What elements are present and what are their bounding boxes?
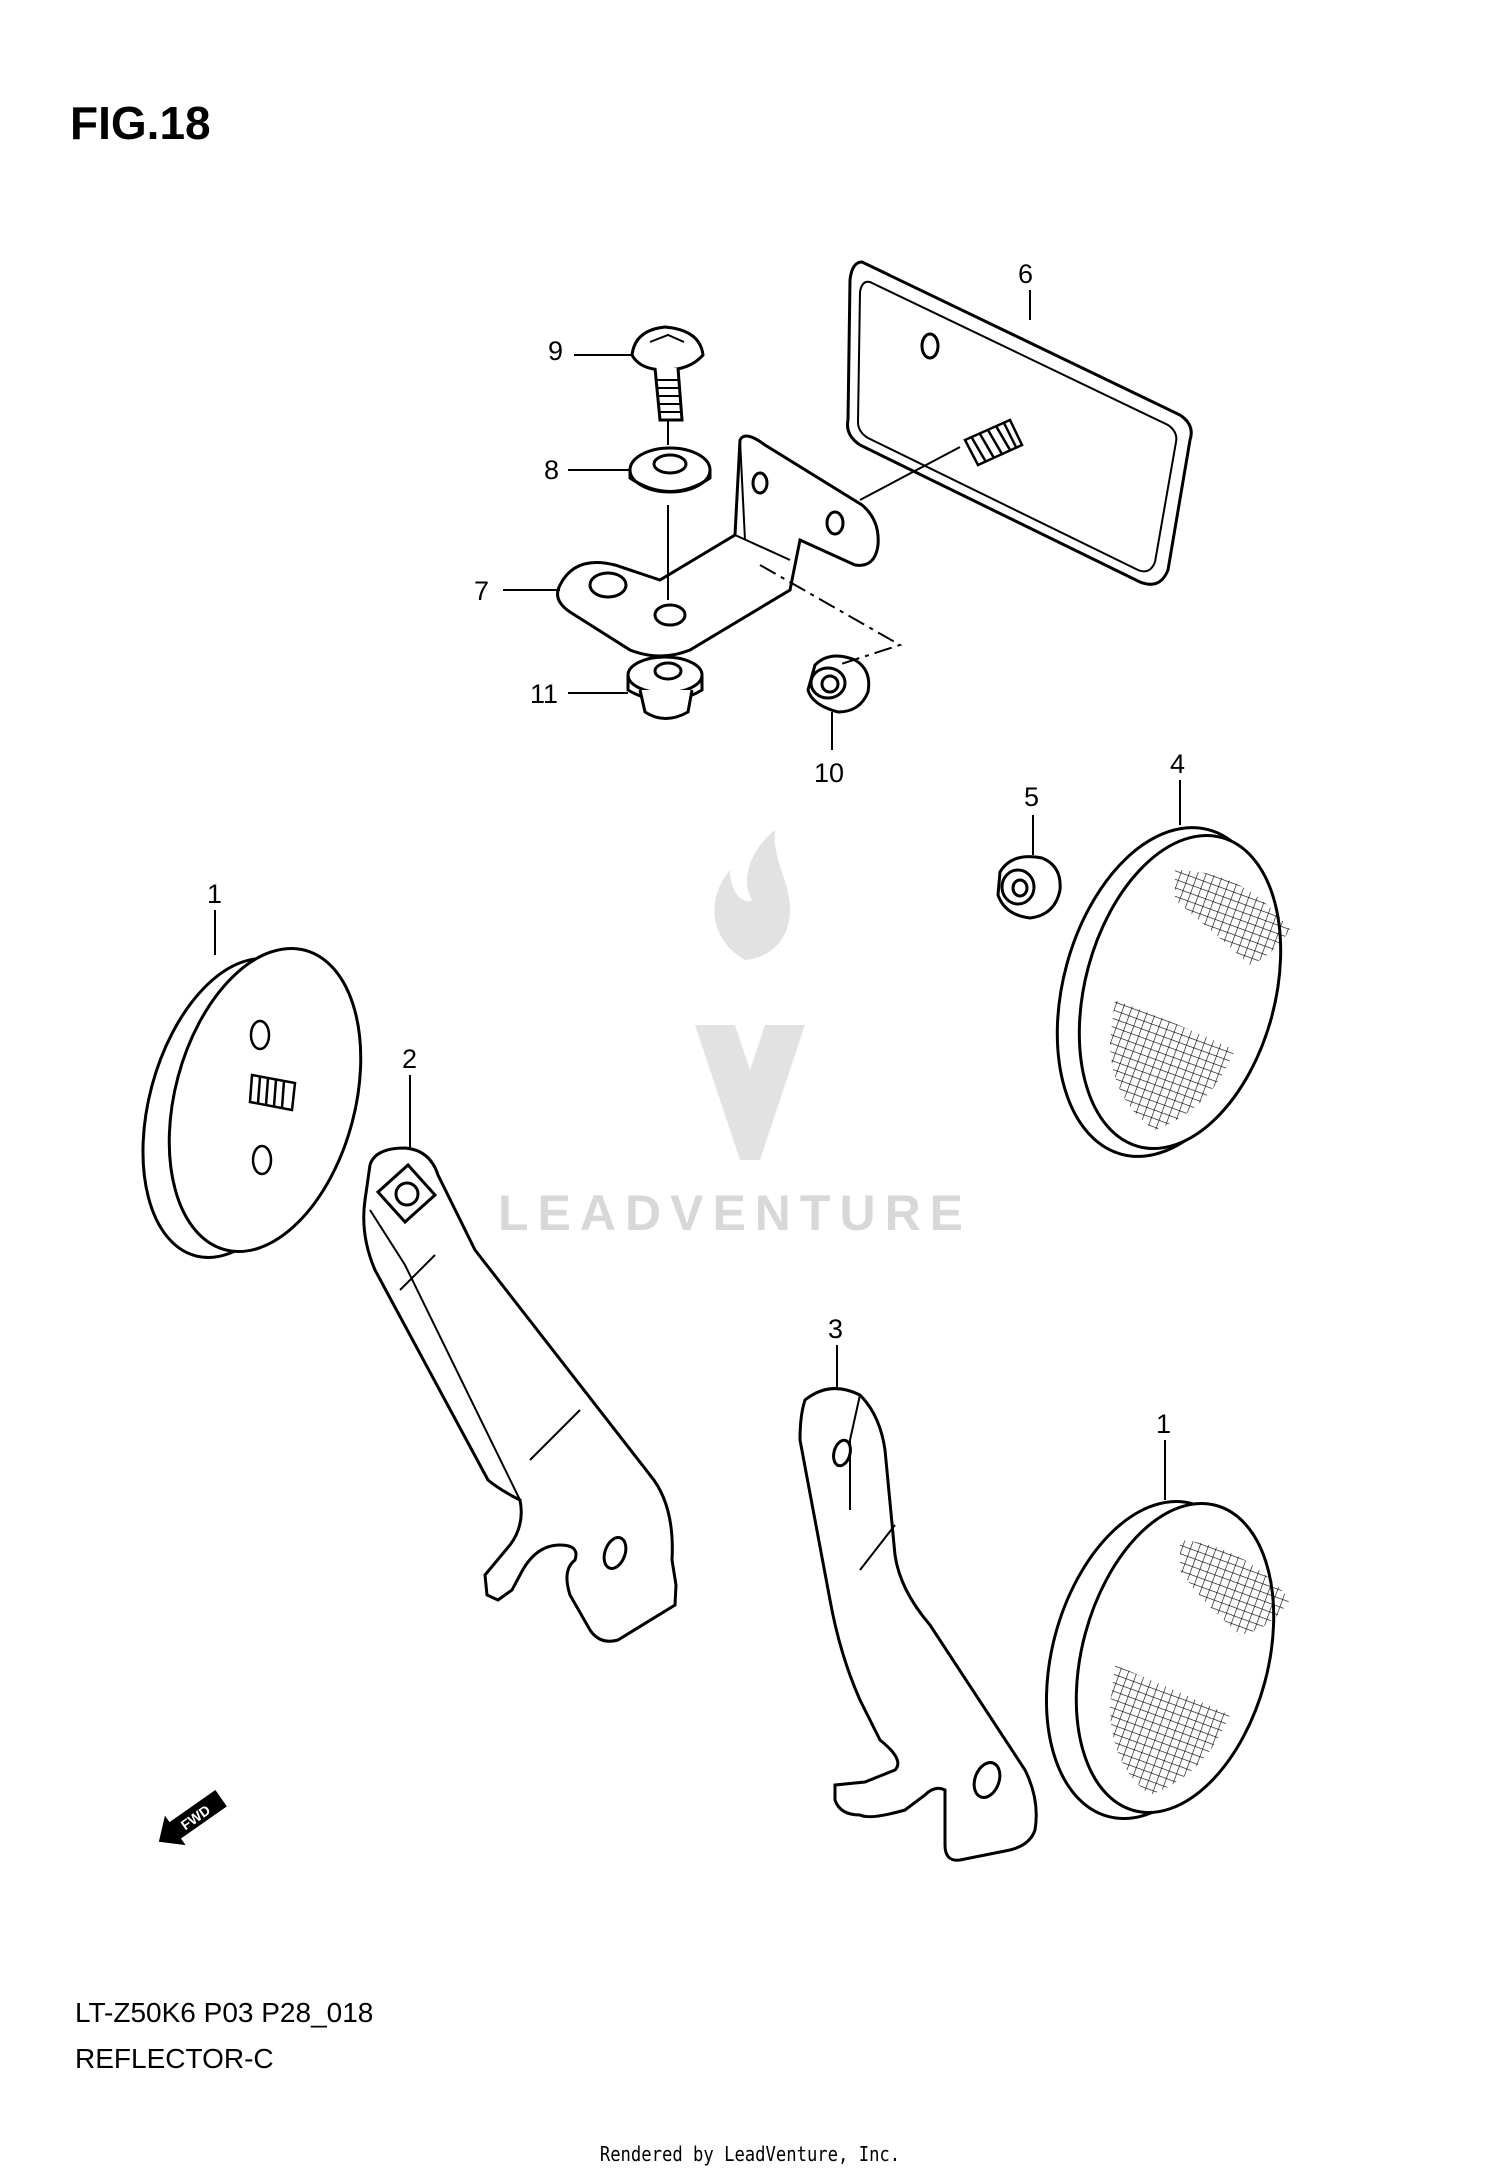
- callout-10[interactable]: 10: [814, 758, 844, 788]
- callout-5[interactable]: 5: [1024, 782, 1039, 812]
- part-1-round-reflector-right: [1044, 1499, 1290, 1821]
- stud-6: [963, 418, 1024, 467]
- callout-1-right[interactable]: 1: [1156, 1409, 1171, 1439]
- part-7-bracket: [556, 434, 880, 658]
- figure-title: FIG.18: [70, 97, 211, 149]
- part-4-round-reflector: [1055, 826, 1290, 1158]
- callout-4[interactable]: 4: [1170, 749, 1185, 779]
- callout-7[interactable]: 7: [474, 576, 489, 606]
- callout-3[interactable]: 3: [828, 1314, 843, 1344]
- diagram-name: REFLECTOR-C: [75, 2043, 274, 2074]
- footer-credit: Rendered by LeadVenture, Inc.: [599, 2142, 901, 2166]
- callout-2[interactable]: 2: [402, 1044, 417, 1074]
- callout-1-left[interactable]: 1: [207, 879, 222, 909]
- part-5-nut: [996, 855, 1062, 920]
- part-9-bolt: [630, 325, 705, 422]
- part-6-rectangular-reflector: [846, 260, 1193, 586]
- callout-8[interactable]: 8: [544, 455, 559, 485]
- part-11-flange-nut: [626, 655, 704, 720]
- callouts: 9 8 7 11 10 6 5 4 1 2 3 1: [207, 259, 1185, 1439]
- part-1-round-reflector-left: [141, 946, 363, 1259]
- leader-lines: [214, 290, 1181, 1500]
- callout-9[interactable]: 9: [548, 336, 563, 366]
- leadventure-logo-icon: [695, 830, 805, 1160]
- fwd-arrow-icon: FWD: [158, 1790, 227, 1846]
- part-3-bracket: [798, 1387, 1038, 1862]
- part-2-bracket: [362, 1146, 678, 1643]
- part-10-nut: [806, 654, 871, 714]
- watermark: LEADVENTURE: [498, 830, 972, 1241]
- callout-11[interactable]: 11: [530, 679, 558, 709]
- stud-1-left: [248, 1073, 297, 1112]
- watermark-text: LEADVENTURE: [498, 1185, 972, 1241]
- callout-6[interactable]: 6: [1018, 259, 1033, 289]
- diagram-code: LT-Z50K6 P03 P28_018: [75, 1997, 374, 2028]
- assembly-lines: [667, 420, 961, 666]
- part-8-washer: [628, 446, 712, 494]
